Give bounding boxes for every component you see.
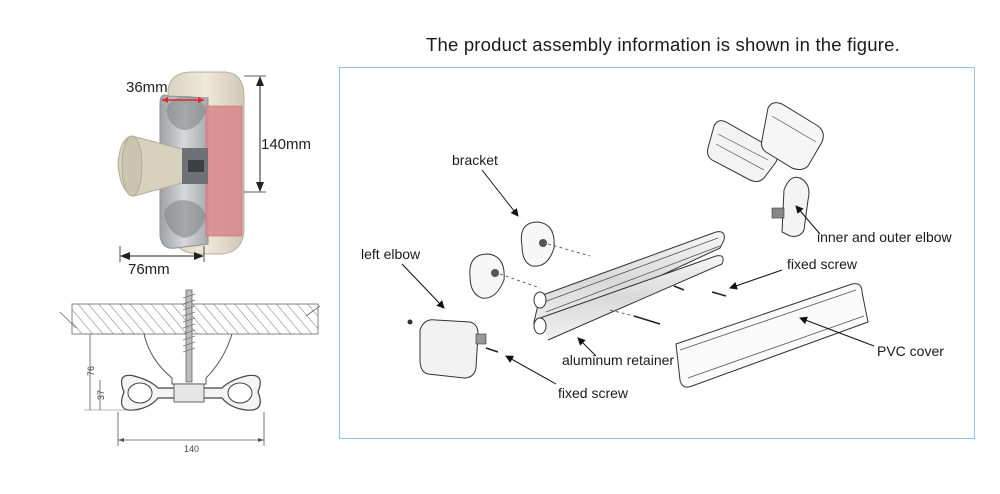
aluminum-retainer-rail (533, 231, 725, 341)
section-drawing: 76 37 140 (59, 289, 321, 454)
bracket-part-upper (520, 221, 555, 267)
height-dimension-label: 140mm (261, 136, 311, 153)
label-left-elbow: left elbow (361, 246, 421, 262)
dimension-76: 76 (86, 366, 96, 376)
left-elbow-part (407, 319, 487, 379)
fixed-screw-bottom (485, 347, 499, 353)
fixed-screw-top-2 (711, 291, 727, 297)
fixed-screw-top-1 (673, 285, 685, 291)
inner-outer-elbow-part (771, 176, 810, 237)
width-dimension-label: 36mm (126, 79, 168, 96)
label-fixed-screw-top: fixed screw (787, 256, 858, 272)
dimension-140: 140 (184, 444, 199, 454)
retainer-screw (633, 315, 661, 325)
label-pvc-cover: PVC cover (877, 343, 944, 359)
page-title: The product assembly information is show… (426, 34, 900, 55)
assembly-panel (339, 67, 975, 439)
lower-groove (164, 200, 206, 238)
label-aluminum-retainer: aluminum retainer (562, 352, 674, 368)
elbow-extrusions (707, 102, 824, 183)
red-band (206, 106, 242, 236)
label-inner-outer-elbow: inner and outer elbow (817, 229, 953, 245)
profile-photo: 36mm 140mm 76mm (117, 71, 311, 278)
depth-dimension-label: 76mm (128, 261, 170, 278)
anchor-bolt (185, 289, 193, 383)
label-fixed-screw-bottom: fixed screw (558, 385, 629, 401)
label-bracket: bracket (452, 152, 498, 168)
pvc-cover (675, 283, 869, 388)
wall-hatch (71, 303, 319, 335)
bracket-part-lower (469, 253, 505, 299)
dimension-37: 37 (96, 390, 106, 400)
upper-groove (166, 96, 206, 130)
